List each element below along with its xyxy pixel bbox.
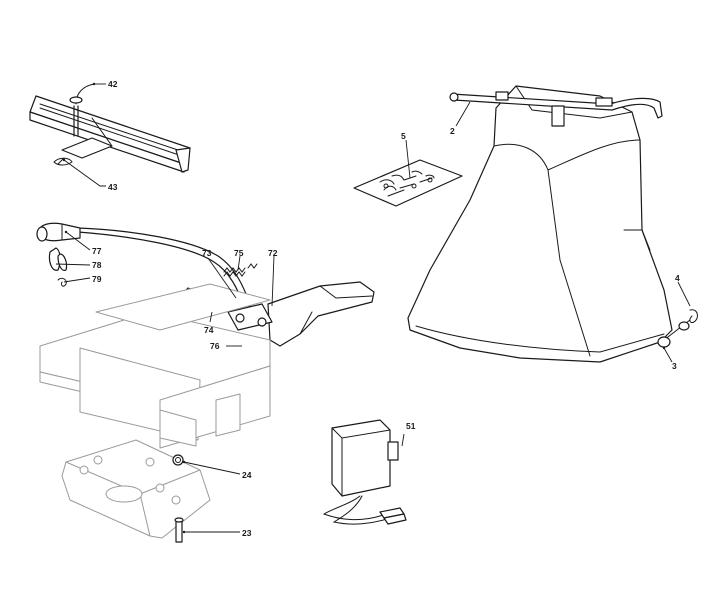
tow-bracket [29,83,191,173]
callout-4: 4 [675,273,680,283]
callouts: 42 43 77 78 79 73 75 72 74 76 24 23 5 2 … [92,79,680,538]
callout-42: 42 [108,79,118,89]
callout-51: 51 [406,421,416,431]
callout-76: 76 [210,341,220,351]
callout-75: 75 [234,248,244,258]
chassis-outline [39,283,271,449]
callout-72: 72 [268,248,278,258]
hardware-bag [353,159,463,207]
callout-24: 24 [242,470,252,480]
callout-43: 43 [108,182,118,192]
callout-79: 79 [92,274,102,284]
callout-73: 73 [202,248,212,258]
leaders [55,83,691,533]
battery-charger [322,419,407,525]
front-weight [61,439,211,543]
grass-catcher [407,85,698,363]
callout-3: 3 [672,361,677,371]
callout-78: 78 [92,260,102,270]
leader-dots [62,82,666,534]
callout-23: 23 [242,528,252,538]
callout-2: 2 [450,126,455,136]
callout-74: 74 [204,325,214,335]
callout-5: 5 [401,131,406,141]
callout-77: 77 [92,246,102,256]
